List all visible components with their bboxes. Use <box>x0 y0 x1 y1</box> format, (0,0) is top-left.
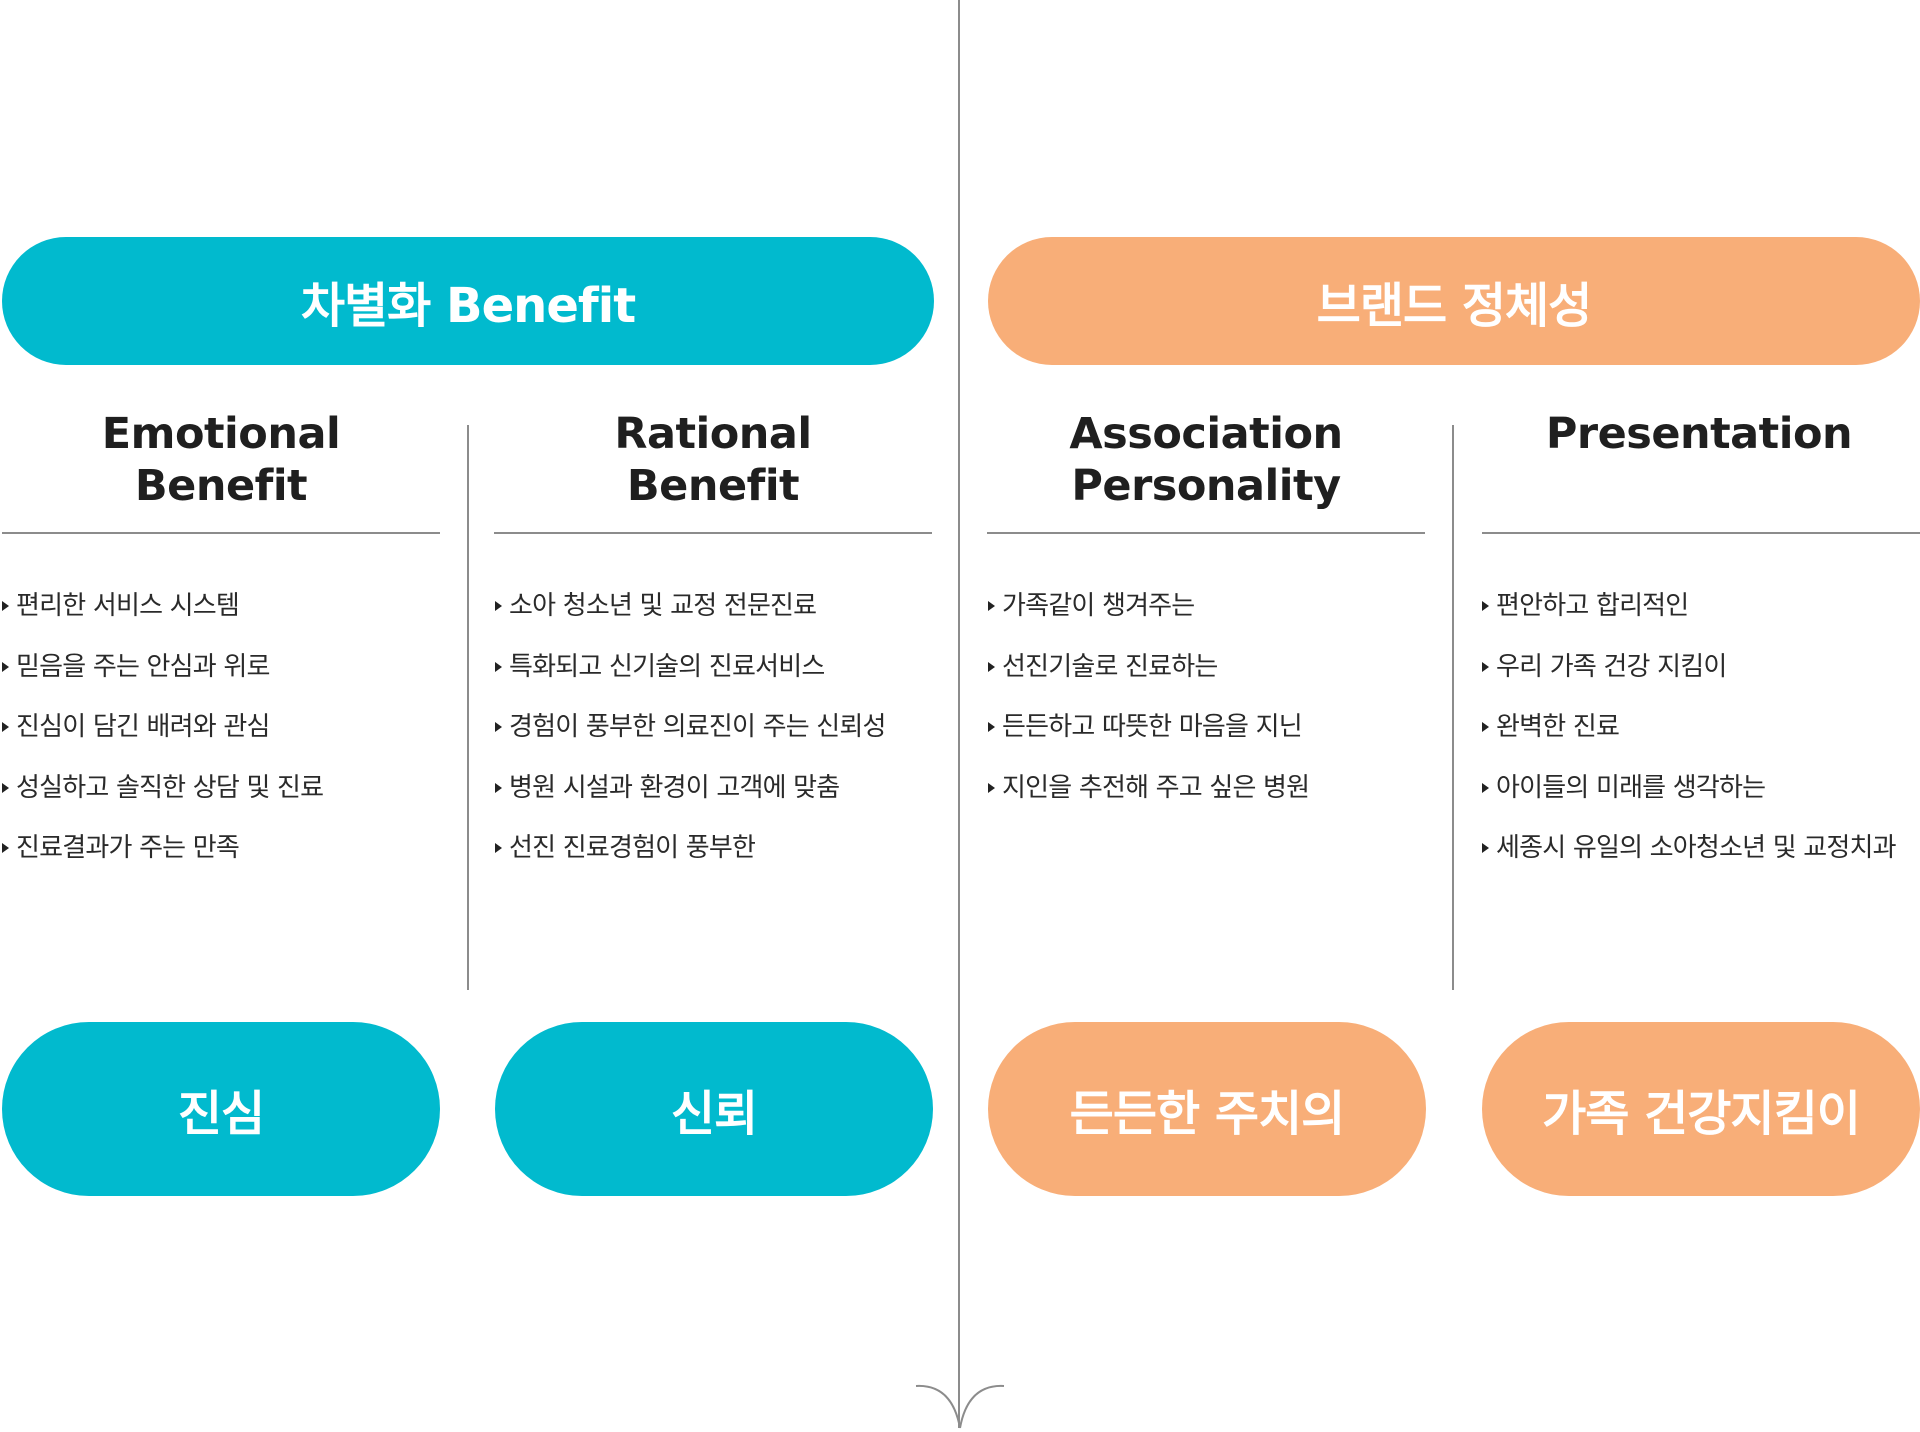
list-item: 지인을 추전해 주고 싶은 병원 <box>986 768 1424 829</box>
rational-benefit-list: 소아 청소년 및 교정 전문진료 특화되고 신기술의 진료서비스 경험이 풍부한… <box>493 586 931 889</box>
family-health-guardian-pill: 가족 건강지킴이 <box>1482 1022 1920 1196</box>
arrow-tail-icon <box>915 1384 1005 1429</box>
list-item: 특화되고 신기술의 진료서비스 <box>493 647 931 708</box>
column-rule <box>2 532 440 534</box>
bullet-triangle-icon <box>495 601 502 611</box>
column-rule <box>1482 532 1920 534</box>
column-separator <box>467 425 469 990</box>
list-item: 아이들의 미래를 생각하는 <box>1480 768 1918 829</box>
list-item: 진료결과가 주는 만족 <box>0 828 438 889</box>
trust-pill-label: 신뢰 <box>670 1086 758 1142</box>
list-item: 소아 청소년 및 교정 전문진료 <box>493 586 931 647</box>
bullet-triangle-icon <box>2 782 9 793</box>
bullet-triangle-icon <box>1482 722 1489 732</box>
column-title-line: Personality <box>1071 461 1341 511</box>
center-divider <box>958 0 960 1428</box>
column-title-association-personality: Association Personality <box>987 408 1425 512</box>
column-title-presentation: Presentation <box>1480 408 1918 460</box>
column-title-line: Benefit <box>134 461 308 511</box>
list-item: 우리 가족 건강 지킴이 <box>1480 647 1918 708</box>
bullet-triangle-icon <box>988 722 995 732</box>
sincerity-pill: 진심 <box>2 1022 440 1196</box>
bullet-triangle-icon <box>495 843 502 853</box>
bullet-triangle-icon <box>2 722 9 732</box>
benefit-header-label: 차별화 Benefit <box>300 278 636 334</box>
list-item: 경험이 풍부한 의료진이 주는 신뢰성 <box>493 707 931 768</box>
bullet-triangle-icon <box>2 601 9 611</box>
bullet-triangle-icon <box>1482 782 1489 793</box>
list-item: 선진 진료경험이 풍부한 <box>493 828 931 889</box>
list-item: 든든하고 따뜻한 마음을 지닌 <box>986 707 1424 768</box>
column-title-line: Association <box>1069 409 1343 459</box>
bullet-triangle-icon <box>1482 661 1489 672</box>
reliable-family-doctor-pill-label: 든든한 주치의 <box>1069 1086 1346 1142</box>
association-personality-list: 가족같이 챙겨주는 선진기술로 진료하는 든든하고 따뜻한 마음을 지닌 지인을… <box>986 586 1424 828</box>
bullet-triangle-icon <box>988 661 995 672</box>
family-health-guardian-pill-label: 가족 건강지킴이 <box>1542 1086 1861 1142</box>
bullet-triangle-icon <box>495 722 502 732</box>
bullet-triangle-icon <box>1482 843 1489 853</box>
column-rule <box>987 532 1425 534</box>
list-item: 세종시 유일의 소아청소년 및 교정치과 <box>1480 828 1918 889</box>
list-item: 믿음을 주는 안심과 위로 <box>0 647 438 708</box>
sincerity-pill-label: 진심 <box>177 1086 265 1142</box>
list-item: 가족같이 챙겨주는 <box>986 586 1424 647</box>
column-title-rational-benefit: Rational Benefit <box>494 408 932 512</box>
bullet-triangle-icon <box>988 601 995 611</box>
column-title-line: Presentation <box>1545 409 1853 459</box>
list-item: 완벽한 진료 <box>1480 707 1918 768</box>
emotional-benefit-list: 편리한 서비스 시스템 믿음을 주는 안심과 위로 진심이 담긴 배려와 관심 … <box>0 586 438 889</box>
list-item: 성실하고 솔직한 상담 및 진료 <box>0 768 438 829</box>
reliable-family-doctor-pill: 든든한 주치의 <box>988 1022 1426 1196</box>
bullet-triangle-icon <box>2 843 9 853</box>
list-item: 편안하고 합리적인 <box>1480 586 1918 647</box>
column-title-emotional-benefit: Emotional Benefit <box>2 408 440 512</box>
column-separator <box>1452 425 1454 990</box>
list-item: 편리한 서비스 시스템 <box>0 586 438 647</box>
column-title-line: Benefit <box>626 461 800 511</box>
bullet-triangle-icon <box>988 782 995 793</box>
bullet-triangle-icon <box>1482 601 1489 611</box>
bullet-triangle-icon <box>495 661 502 672</box>
bullet-triangle-icon <box>495 782 502 793</box>
column-rule <box>494 532 932 534</box>
column-title-line: Emotional <box>101 409 341 459</box>
trust-pill: 신뢰 <box>495 1022 933 1196</box>
presentation-list: 편안하고 합리적인 우리 가족 건강 지킴이 완벽한 진료 아이들의 미래를 생… <box>1480 586 1918 889</box>
bullet-triangle-icon <box>2 661 9 672</box>
brand-identity-header-pill: 브랜드 정체성 <box>988 237 1920 365</box>
benefit-header-pill: 차별화 Benefit <box>2 237 934 365</box>
brand-identity-header-label: 브랜드 정체성 <box>1316 278 1593 334</box>
column-title-line: Rational <box>614 409 812 459</box>
list-item: 진심이 담긴 배려와 관심 <box>0 707 438 768</box>
list-item: 병원 시설과 환경이 고객에 맞춤 <box>493 768 931 829</box>
list-item: 선진기술로 진료하는 <box>986 647 1424 708</box>
